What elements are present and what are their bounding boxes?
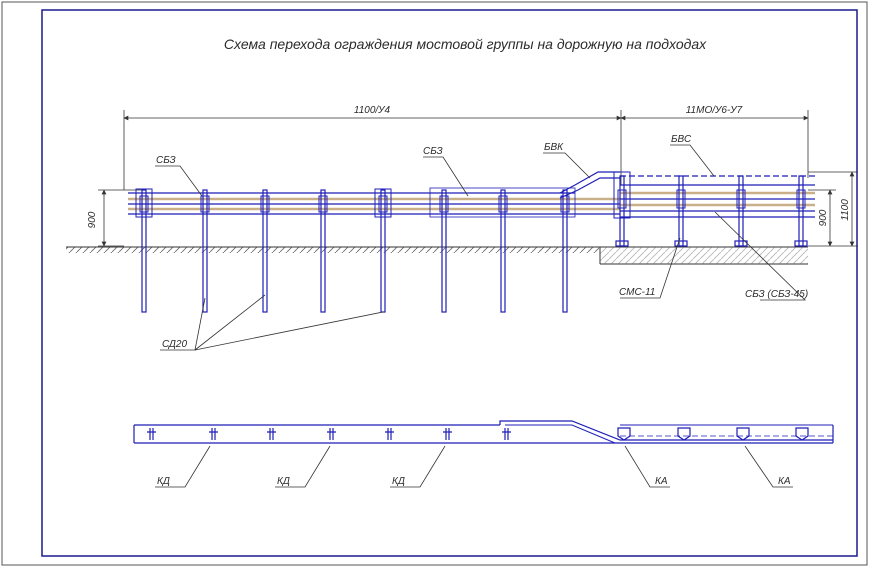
plan-bracket-kd bbox=[502, 428, 511, 440]
post-base-plate bbox=[794, 240, 808, 247]
plan-bracket-ka bbox=[795, 427, 809, 441]
plan-bracket-kd bbox=[443, 428, 452, 440]
left-height-dimension bbox=[98, 189, 142, 247]
bridge-post bbox=[613, 171, 631, 247]
label-ka-2: КА bbox=[778, 476, 791, 487]
road-post bbox=[498, 189, 508, 313]
plan-bracket-ka bbox=[736, 427, 750, 441]
right-height-inner-value: 900 bbox=[818, 209, 829, 226]
right-height-outer-value: 1100 bbox=[840, 199, 851, 221]
label-sbz-left: СБЗ bbox=[156, 155, 176, 166]
drawing-title: Схема перехода ограждения мостовой групп… bbox=[224, 36, 707, 52]
road-post bbox=[260, 189, 270, 313]
side-view-leaders bbox=[155, 144, 806, 351]
bridge-barrier-beams bbox=[620, 175, 815, 218]
post-spacer bbox=[617, 189, 627, 209]
plan-bracket-kd bbox=[385, 428, 394, 440]
label-kd-3: КД bbox=[392, 476, 405, 487]
post-shaft bbox=[262, 189, 268, 313]
post-spacer bbox=[560, 195, 570, 213]
left-height-value: 900 bbox=[87, 211, 98, 228]
label-ka-1: КА bbox=[655, 476, 668, 487]
plan-bracket-kd bbox=[147, 428, 156, 440]
post-spacer bbox=[796, 189, 806, 209]
post-shaft bbox=[500, 189, 506, 313]
label-bvs: БВС bbox=[671, 134, 692, 145]
post-joint bbox=[135, 188, 153, 218]
post-spacer bbox=[736, 189, 746, 209]
plan-bracket-ka bbox=[617, 427, 631, 441]
plan-view-leaders bbox=[155, 445, 793, 488]
plan-bracket-kd bbox=[327, 428, 336, 440]
post-joint bbox=[374, 188, 392, 218]
label-sbz-middle: СБЗ bbox=[423, 146, 443, 157]
bridge-post bbox=[674, 175, 688, 247]
bridge-post bbox=[794, 175, 808, 247]
road-post bbox=[560, 189, 570, 313]
plan-bracket-kd bbox=[209, 428, 218, 440]
post-spacer bbox=[378, 195, 388, 213]
label-sbz-right: СБЗ (СБЗ-45) bbox=[745, 289, 808, 300]
transition-beam-bvk bbox=[559, 171, 620, 199]
label-kd-2: КД bbox=[277, 476, 290, 487]
post-shaft bbox=[202, 189, 208, 313]
ground-line bbox=[66, 246, 808, 265]
span-dimensions bbox=[123, 110, 809, 190]
bridge-posts bbox=[613, 171, 808, 247]
post-shaft bbox=[141, 189, 147, 313]
road-post bbox=[200, 189, 210, 313]
road-posts bbox=[135, 188, 570, 313]
road-post bbox=[318, 189, 328, 313]
post-base-plate bbox=[615, 240, 629, 247]
road-post bbox=[135, 188, 153, 313]
road-guardrail-beams bbox=[128, 187, 620, 218]
post-shaft bbox=[320, 189, 326, 313]
label-sd20: СД20 bbox=[162, 339, 187, 350]
post-spacer bbox=[200, 195, 210, 213]
post-shaft bbox=[562, 189, 568, 313]
plan-view bbox=[133, 420, 834, 444]
inner-frame bbox=[41, 9, 858, 557]
road-post bbox=[439, 189, 449, 313]
post-spacer bbox=[498, 195, 508, 213]
plan-brackets bbox=[147, 427, 809, 441]
post-spacer bbox=[318, 195, 328, 213]
post-spacer bbox=[439, 195, 449, 213]
post-spacer bbox=[676, 189, 686, 209]
left-span-dimension: 1100/У4 bbox=[354, 105, 391, 116]
post-spacer bbox=[260, 195, 270, 213]
right-span-dimension: 11МО/У6-У7 bbox=[686, 105, 743, 116]
label-smc11: СМС-11 bbox=[619, 287, 655, 298]
post-base-plate bbox=[674, 240, 688, 247]
right-height-dimensions bbox=[808, 171, 858, 247]
label-kd-1: КД bbox=[157, 476, 170, 487]
post-spacer bbox=[139, 195, 149, 213]
plan-bracket-kd bbox=[267, 428, 276, 440]
label-bvk: БВК bbox=[544, 142, 564, 153]
post-shaft bbox=[441, 189, 447, 313]
post-joint bbox=[613, 171, 631, 219]
plan-bracket-ka bbox=[677, 427, 691, 441]
